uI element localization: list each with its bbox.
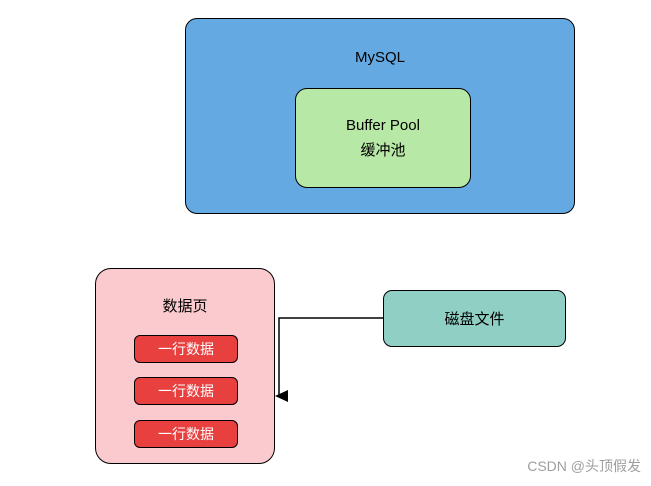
buffer-pool-box: Buffer Pool 缓冲池 [295, 88, 471, 188]
disk-file-box: 磁盘文件 [383, 290, 566, 347]
data-page-label: 数据页 [162, 298, 208, 315]
data-page-box: 数据页 一行数据 一行数据 一行数据 [95, 268, 275, 464]
data-row: 一行数据 [134, 420, 238, 448]
buffer-pool-label-en: Buffer Pool [346, 117, 420, 134]
data-row: 一行数据 [134, 377, 238, 405]
mysql-label: MySQL [354, 49, 405, 66]
data-row: 一行数据 [134, 335, 238, 363]
watermark-text: CSDN @头顶假发 [527, 458, 641, 474]
buffer-pool-label-zh: 缓冲池 [360, 142, 406, 159]
arrowhead-icon [275, 390, 288, 402]
